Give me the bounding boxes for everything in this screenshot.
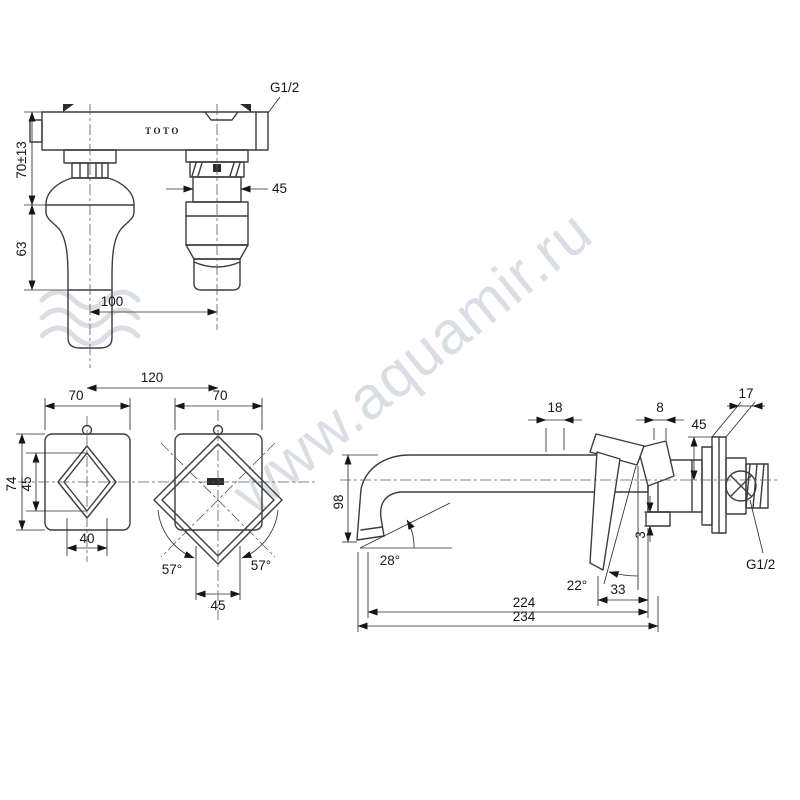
dim-label-224: 224	[513, 595, 536, 610]
dim-label-17: 17	[738, 386, 753, 401]
watermark: www.aquamir.ru	[39, 197, 605, 527]
dim-label-63: 63	[14, 241, 29, 256]
dim-label-45-bottom: 45	[210, 598, 225, 613]
front-view-centerlines	[18, 410, 315, 620]
angle-label-28: 28°	[380, 553, 400, 568]
top-side-view-centerlines	[89, 104, 218, 368]
dim-label-70-right: 70	[212, 388, 227, 403]
dim-label-120: 120	[141, 370, 164, 385]
dim-label-40: 40	[79, 531, 94, 546]
dim-label-g12-top: G1/2	[270, 80, 299, 95]
dim-label-3: 3	[633, 531, 648, 539]
dim-label-18: 18	[547, 400, 562, 415]
dim-label-74: 74	[4, 476, 19, 492]
dim-label-33: 33	[610, 582, 625, 597]
dim-label-70-left: 70	[68, 388, 83, 403]
spout-side-view: 18 8 45 17 98 3 28° 22° 33 224 234 G1/2	[331, 386, 778, 632]
brand-logo: TOTO	[145, 126, 181, 136]
angle-label-57-left: 57°	[162, 562, 182, 577]
dim-label-70pm13: 70±13	[14, 141, 29, 178]
spout-side-dims	[342, 401, 765, 632]
top-side-view: G1/2 70±13 63 45 100 TOTO	[14, 80, 299, 368]
dim-label-g12-side: G1/2	[746, 557, 775, 572]
spout-side-shapes	[356, 433, 769, 571]
watermark-text: www.aquamir.ru	[219, 197, 605, 527]
angle-label-57-right: 57°	[251, 558, 271, 573]
dim-label-45-left: 45	[19, 476, 34, 491]
dim-label-8: 8	[656, 400, 664, 415]
dim-label-100: 100	[101, 294, 124, 309]
angle-label-22: 22°	[567, 578, 587, 593]
top-side-view-dims	[24, 96, 281, 316]
dim-label-234: 234	[513, 609, 536, 624]
dim-label-98: 98	[331, 494, 346, 509]
front-view: 120 70 70 74 45 40 57° 57° 45	[4, 370, 315, 620]
dim-label-45-side: 45	[691, 417, 706, 432]
dim-label-45-valve: 45	[272, 181, 287, 196]
